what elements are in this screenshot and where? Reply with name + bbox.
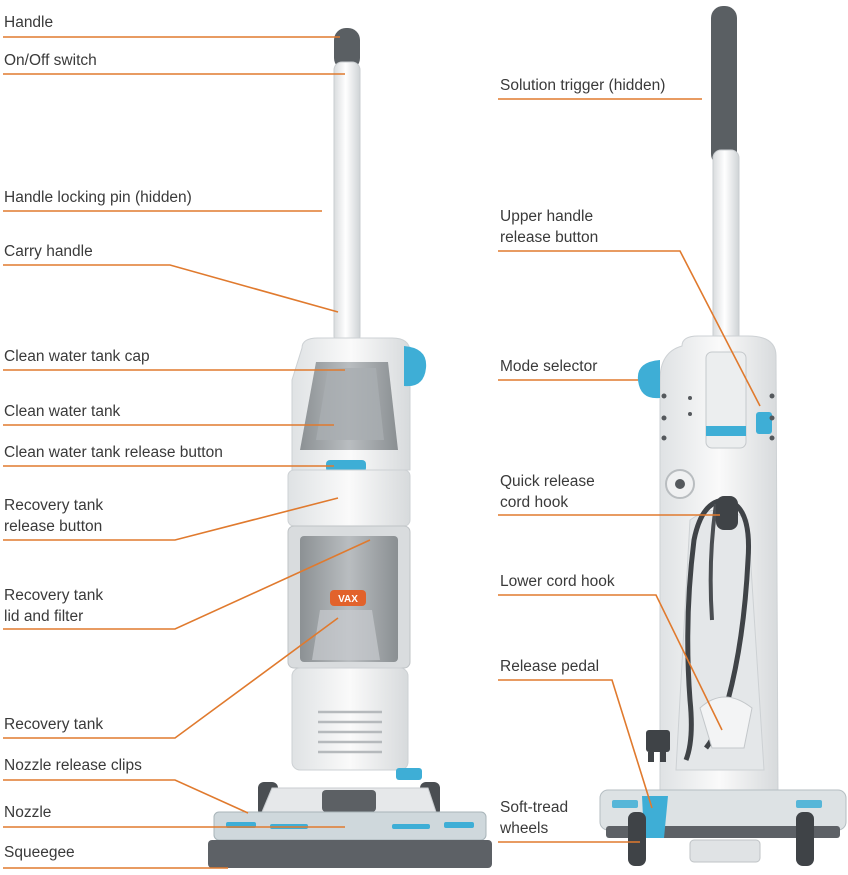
- label-squeegee: Squeegee: [4, 844, 75, 861]
- label-quick-release-cord-hook: Quick release cord hook: [500, 473, 599, 511]
- leader-lines: [3, 36, 761, 869]
- label-clean-water-tank: Clean water tank: [4, 403, 121, 420]
- label-clean-water-tank-cap: Clean water tank cap: [4, 348, 150, 365]
- label-recovery-tank-release-button: Recovery tank release button: [4, 497, 107, 535]
- label-on-off-switch: On/Off switch: [4, 52, 97, 69]
- label-nozzle-release-clips: Nozzle release clips: [4, 757, 142, 774]
- rear-view-vacuum: [599, 6, 847, 866]
- label-recovery-tank: Recovery tank: [4, 716, 103, 733]
- brand-logo: VAX: [338, 594, 358, 605]
- label-release-pedal: Release pedal: [500, 658, 599, 675]
- labels: Handle On/Off switch Handle locking pin …: [4, 14, 665, 861]
- label-mode-selector: Mode selector: [500, 358, 597, 375]
- label-handle-locking-pin: Handle locking pin (hidden): [4, 189, 192, 206]
- label-soft-tread-wheels: Soft-tread wheels: [499, 799, 572, 837]
- label-recovery-tank-lid-filter: Recovery tank lid and filter: [4, 587, 107, 625]
- label-solution-trigger: Solution trigger (hidden): [500, 77, 665, 94]
- label-carry-handle: Carry handle: [4, 243, 93, 260]
- front-view-vacuum: VAX: [208, 28, 492, 868]
- label-lower-cord-hook: Lower cord hook: [500, 573, 615, 590]
- label-clean-water-tank-release-button: Clean water tank release button: [4, 444, 223, 461]
- label-upper-handle-release-button: Upper handle release button: [500, 208, 598, 246]
- label-nozzle: Nozzle: [4, 804, 51, 821]
- label-handle: Handle: [4, 14, 53, 31]
